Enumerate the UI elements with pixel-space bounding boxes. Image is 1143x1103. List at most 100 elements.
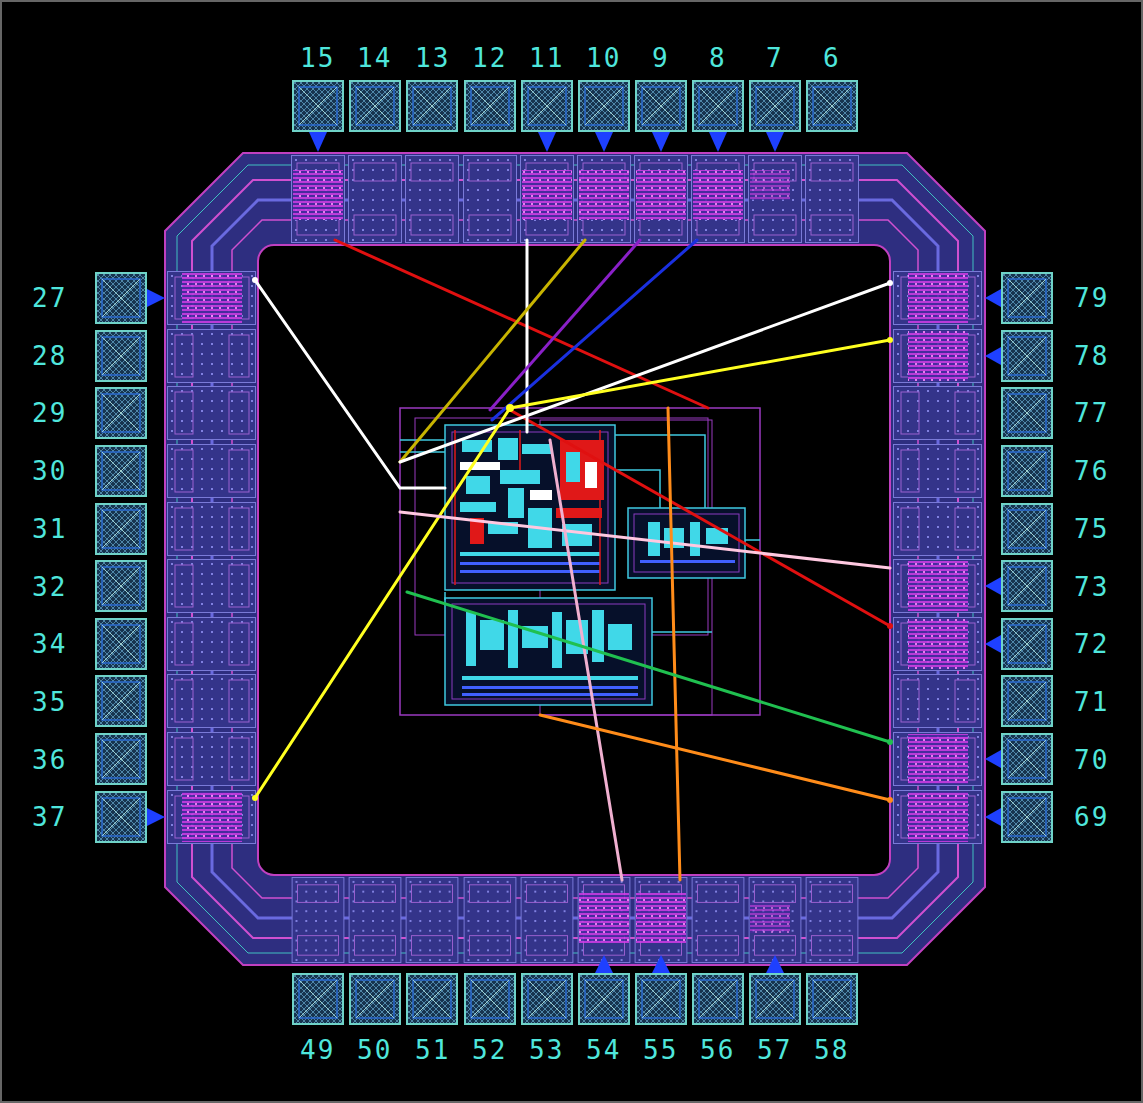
ring-rail (212, 200, 938, 918)
bond-pad (96, 446, 146, 496)
ring-rail (192, 180, 958, 938)
io-cell (806, 156, 859, 243)
bond-wire (407, 592, 890, 742)
cell-shape (522, 444, 552, 454)
pad-connectors (147, 132, 1001, 973)
pad-number: 12 (472, 45, 507, 71)
bonded-cell (908, 273, 968, 323)
pad-number: 69 (1074, 804, 1109, 830)
bond-pad (1002, 619, 1052, 669)
pad-connector (766, 132, 784, 152)
bonded-cell (908, 561, 968, 611)
core-area (258, 245, 890, 875)
io-cell (406, 877, 458, 962)
cell-shape (480, 620, 504, 650)
bond-wire (540, 715, 890, 800)
bond-pad (96, 388, 146, 438)
io-cell (578, 877, 630, 962)
cell-shape (566, 452, 580, 482)
pad-connector (652, 132, 670, 152)
pad-connector (985, 347, 1001, 365)
pad-number: 56 (700, 1037, 735, 1063)
pad-connector (652, 955, 670, 973)
pad-number: 75 (1074, 516, 1109, 542)
bond-wire (400, 283, 890, 462)
bond-pad (522, 81, 572, 131)
bond-pad (96, 792, 146, 842)
io-cell (464, 156, 517, 243)
bond-pad (1002, 734, 1052, 784)
io-cell (168, 445, 256, 498)
cell-shape (508, 488, 524, 518)
pad-number: 50 (357, 1037, 392, 1063)
io-cell (521, 877, 573, 962)
ring-rail (232, 220, 918, 898)
io-cell (406, 156, 459, 243)
bond-pad (96, 273, 146, 323)
bond-wire (490, 240, 640, 410)
bond-dot (252, 277, 258, 283)
bonded-cell (908, 619, 968, 669)
bond-pad (636, 974, 686, 1024)
io-cell (292, 877, 344, 962)
pad-connector (147, 808, 165, 826)
bond-dots (252, 277, 893, 803)
bond-pad (1002, 504, 1052, 554)
io-cell (168, 503, 256, 556)
pad-number: 15 (300, 45, 335, 71)
bond-pad (1002, 676, 1052, 726)
io-cell (635, 156, 688, 243)
bond-pad (96, 504, 146, 554)
cell-shape (462, 693, 638, 696)
io-cell (168, 733, 256, 786)
bond-wire (510, 340, 890, 408)
bond-dot (887, 623, 893, 629)
bond-pad (579, 974, 629, 1024)
bond-pad (1002, 273, 1052, 323)
pad-number: 14 (357, 45, 392, 71)
bond-wire (550, 440, 622, 880)
io-cell (894, 618, 982, 671)
cell-shape (460, 462, 500, 470)
cell-wire (455, 430, 600, 585)
pad-number: 51 (415, 1037, 450, 1063)
pad-number: 34 (32, 631, 67, 657)
io-cell (806, 877, 858, 962)
pad-number: 72 (1074, 631, 1109, 657)
bond-dot (887, 739, 893, 745)
pad-connector (538, 132, 556, 152)
bond-pad (96, 676, 146, 726)
io-cell (521, 156, 574, 243)
bond-pad (750, 81, 800, 131)
io-cell (894, 445, 982, 498)
bond-dot (887, 280, 893, 286)
io-cell (692, 877, 744, 962)
cell-shape (498, 438, 518, 460)
pad-number: 30 (32, 458, 67, 484)
bond-pad (1002, 331, 1052, 381)
bond-wire (400, 512, 890, 568)
cell-shape (508, 610, 518, 668)
io-cell (894, 733, 982, 786)
pad-number: 79 (1074, 285, 1109, 311)
bond-pad (1002, 446, 1052, 496)
pad-number: 6 (823, 45, 841, 71)
logic-block-cells (462, 610, 638, 680)
pad-number: 77 (1074, 400, 1109, 426)
bond-pad (807, 974, 857, 1024)
io-cell (349, 156, 402, 243)
bond-dot (506, 404, 514, 412)
cell-shape (690, 522, 700, 556)
pad-number: 49 (300, 1037, 335, 1063)
bond-pad (407, 974, 457, 1024)
pad-number: 36 (32, 747, 67, 773)
bonded-cell (750, 903, 790, 933)
pad-number: 11 (529, 45, 564, 71)
io-cell (894, 503, 982, 556)
pad-connector (595, 955, 613, 973)
bonded-cell (182, 273, 242, 323)
bond-pad (350, 974, 400, 1024)
pad-connector (985, 750, 1001, 768)
